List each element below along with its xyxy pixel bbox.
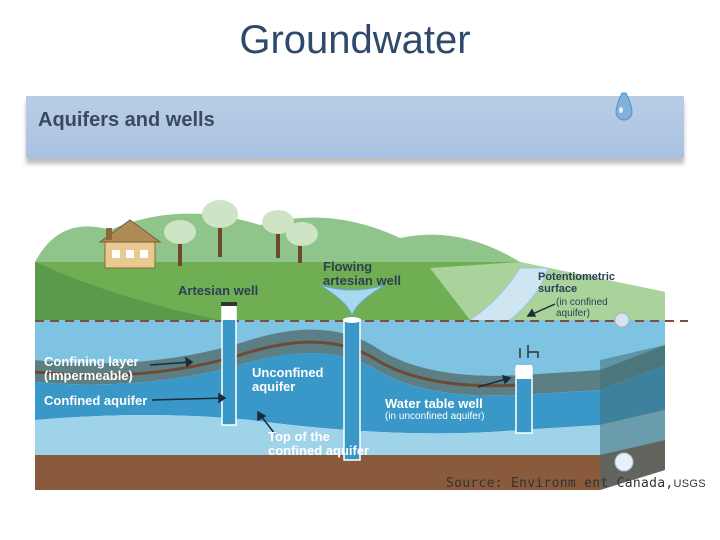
- left-soil: [35, 262, 220, 320]
- bedrock: [35, 440, 665, 490]
- label-line: Confining layer: [44, 354, 139, 369]
- label-line: Flowing: [323, 259, 373, 274]
- label-line: (in confined: [556, 297, 608, 308]
- banner-title: Aquifers and wells: [38, 109, 215, 131]
- label-line: aquifer): [556, 308, 590, 319]
- bubble-icon: [614, 312, 630, 328]
- label-unconfined-aquifer: Unconfined aquifer: [252, 365, 324, 395]
- label-top-of-confined-aquifer: Top of the confined aquifer: [268, 429, 370, 459]
- house-icon: [98, 219, 162, 269]
- label-line: Potentiometric: [538, 271, 616, 283]
- artesian-well: [221, 302, 237, 426]
- label-line: Top of the: [268, 429, 330, 444]
- label-artesian-well: Artesian well: [178, 283, 259, 298]
- label-water-table-well: Water table well: [385, 396, 483, 411]
- label-line: Unconfined: [252, 365, 324, 380]
- label-water-table-well-note: (in unconfined aquifer): [385, 411, 485, 422]
- flowing-artesian-well: [319, 284, 386, 461]
- source-caption: Source: Environm ent Canada,USGS: [446, 476, 706, 491]
- label-line: surface: [538, 283, 578, 296]
- label-potentiometric: Potentiometric surface: [538, 271, 615, 295]
- bubble-icon: [614, 452, 634, 472]
- label-line: aquifer: [252, 379, 296, 395]
- label-confined-aquifer: Confined aquifer: [44, 393, 148, 408]
- source-prefix: Source: Environm ent Canada,: [446, 476, 674, 491]
- label-line: artesian well: [323, 273, 402, 289]
- label-confining-layer: Confining layer (impermeable): [44, 354, 139, 384]
- trees-icon: [164, 200, 318, 266]
- label-arrows: [149, 303, 556, 435]
- label-line: (impermeable): [44, 368, 133, 384]
- source-suffix: USGS: [673, 478, 706, 490]
- label-potentiometric-note: (in confined aquifer): [556, 297, 608, 319]
- label-flowing-artesian-well: Flowing artesian well: [323, 259, 402, 289]
- diagram-banner: Aquifers and wells: [26, 96, 684, 158]
- slide-title: Groundwater: [239, 18, 471, 62]
- unconfined-aquifer: [35, 320, 665, 376]
- label-line: confined aquifer: [268, 443, 370, 459]
- confining-line: [34, 340, 521, 388]
- water-drop-icon: [615, 92, 633, 121]
- side-face: [600, 345, 665, 490]
- water-table-well: [515, 345, 539, 434]
